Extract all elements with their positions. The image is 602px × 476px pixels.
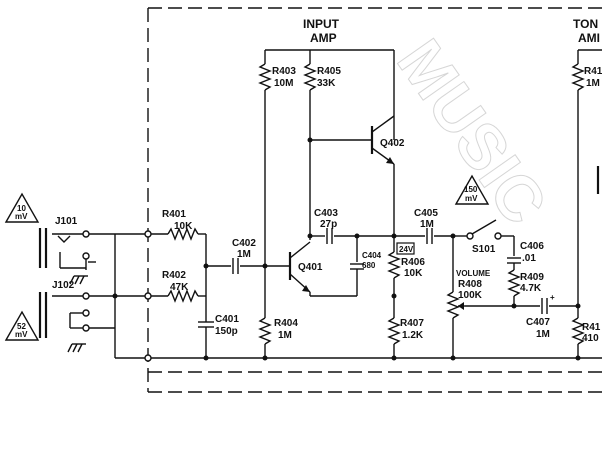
tone-amp-title-line2: AMI — [578, 31, 600, 45]
capacitor-c405: C405 1M — [394, 208, 453, 244]
input-amp-title: INPUT — [303, 17, 340, 31]
jack-j101-label: J101 — [55, 216, 78, 227]
potentiometer-r408: VOLUME R408 100K — [446, 236, 514, 358]
capacitor-c404: C404 680 — [350, 236, 382, 296]
capacitor-c406: C406 .01 — [507, 236, 544, 270]
svg-text:Q402: Q402 — [380, 138, 405, 149]
capacitor-c402: C402 1M — [206, 238, 290, 274]
svg-text:R401: R401 — [162, 209, 186, 220]
svg-text:C401: C401 — [215, 314, 239, 325]
svg-text:10: 10 — [17, 204, 26, 213]
transistor-q402: Q402 — [370, 115, 405, 236]
svg-text:100K: 100K — [458, 290, 483, 301]
jack-j101 — [38, 228, 115, 270]
svg-text:1M: 1M — [420, 219, 434, 230]
capacitor-c407: + C407 1M — [514, 293, 578, 340]
svg-text:mV: mV — [15, 212, 28, 221]
voltage-tag: 24V — [396, 242, 415, 255]
transistor-q401: Q401 — [288, 241, 357, 297]
resistor-r405: R405 33K — [303, 50, 341, 240]
svg-text:27p: 27p — [320, 219, 337, 230]
svg-text:R408: R408 — [458, 279, 482, 290]
resistor-r401: R401 10K — [151, 209, 206, 241]
svg-text:Q401: Q401 — [298, 262, 323, 273]
signal-level-j102: 52 mV — [4, 310, 40, 341]
svg-text:52: 52 — [17, 322, 26, 331]
svg-text:R407: R407 — [400, 318, 424, 329]
svg-text:4.7K: 4.7K — [520, 283, 542, 294]
svg-text:10M: 10M — [274, 78, 293, 89]
svg-text:mV: mV — [465, 194, 478, 203]
svg-text:C402: C402 — [232, 238, 256, 249]
svg-text:1M: 1M — [536, 329, 550, 340]
svg-text:410: 410 — [582, 333, 599, 344]
svg-text:1M: 1M — [278, 330, 292, 341]
resistor-r409: R409 4.7K — [507, 269, 544, 306]
board-outline — [147, 7, 602, 393]
svg-text:1M: 1M — [586, 78, 600, 89]
svg-text:.01: .01 — [522, 253, 536, 264]
svg-text:150: 150 — [464, 185, 478, 194]
svg-text:1.2K: 1.2K — [402, 330, 424, 341]
resistor-r41x-bottom: R41 410 — [571, 306, 601, 358]
jack-j102-label: J102 — [52, 280, 75, 291]
svg-text:R406: R406 — [401, 257, 425, 268]
svg-text:1M: 1M — [237, 249, 251, 260]
svg-text:C407: C407 — [526, 317, 550, 328]
signal-level-s101: 150 mV — [454, 174, 490, 205]
svg-text:680: 680 — [362, 261, 376, 270]
svg-text:R409: R409 — [520, 272, 544, 283]
resistor-r41x-top: R41 1M — [571, 50, 602, 306]
svg-text:R405: R405 — [317, 66, 341, 77]
svg-text:mV: mV — [15, 330, 28, 339]
svg-text:R403: R403 — [272, 66, 296, 77]
svg-text:C405: C405 — [414, 208, 438, 219]
capacitor-c401: C401 150p — [198, 314, 239, 358]
watermark: MUSIC — [384, 27, 561, 237]
svg-text:47K: 47K — [170, 282, 189, 293]
resistor-r403: R403 10M — [258, 50, 296, 266]
svg-text:150p: 150p — [215, 326, 238, 337]
input-amp-title-line2: AMP — [310, 31, 337, 45]
svg-text:S101: S101 — [472, 244, 496, 255]
svg-text:VOLUME: VOLUME — [456, 269, 491, 278]
resistor-r402: R402 47K — [151, 270, 206, 303]
svg-text:10K: 10K — [174, 221, 193, 232]
svg-text:+: + — [550, 293, 555, 302]
svg-text:R41: R41 — [584, 66, 602, 77]
signal-level-j101: 10 mV — [4, 192, 40, 223]
ground-symbols — [67, 275, 88, 353]
resistor-r407: R407 1.2K — [387, 317, 424, 358]
svg-text:C403: C403 — [314, 208, 338, 219]
svg-text:R41: R41 — [582, 322, 601, 333]
svg-text:33K: 33K — [317, 78, 336, 89]
tone-amp-title: TON — [573, 17, 598, 31]
svg-text:C406: C406 — [520, 241, 544, 252]
svg-text:24V: 24V — [399, 245, 414, 254]
jack-j102 — [38, 292, 115, 338]
capacitor-c403: C403 27p — [310, 208, 394, 244]
svg-text:R404: R404 — [274, 318, 298, 329]
svg-text:C404: C404 — [362, 251, 382, 260]
svg-text:10K: 10K — [404, 268, 423, 279]
resistor-r404: R404 1M — [258, 266, 298, 358]
svg-text:R402: R402 — [162, 270, 186, 281]
switch-s101: S101 — [453, 219, 514, 255]
